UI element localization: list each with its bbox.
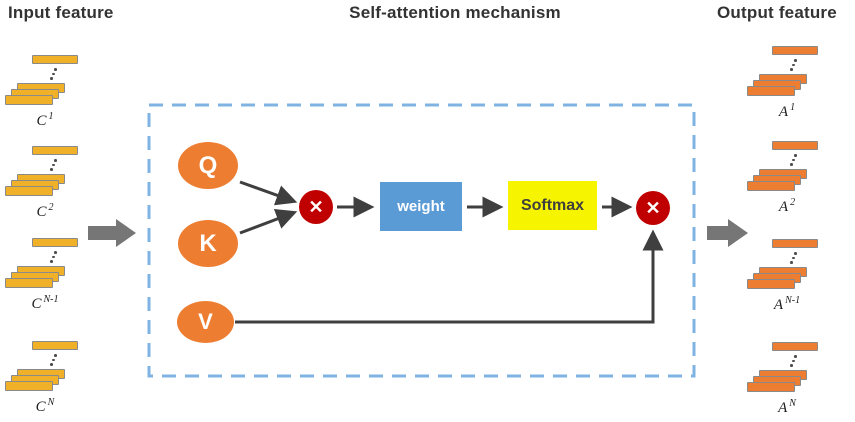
- input-block-arrow-icon: [88, 219, 136, 247]
- output-block-arrow-icon: [707, 219, 748, 247]
- ellipsis-dots-icon: [50, 354, 60, 366]
- feature-bar: [772, 141, 818, 150]
- ellipsis-dots-icon: [50, 159, 60, 171]
- value-node: V: [177, 301, 234, 343]
- feature-bar: [772, 239, 818, 248]
- feature-bar-pile: [5, 174, 67, 197]
- feature-bar-pile: [5, 83, 67, 106]
- feature-bar-pile: [747, 370, 809, 393]
- feature-bar-pile: [747, 267, 809, 290]
- ellipsis-dots-icon: [50, 251, 60, 263]
- self-attention-heading: Self-attention mechanism: [349, 3, 561, 22]
- arrow-v-to-multiply-icon: [235, 229, 664, 324]
- feature-bar-pile: [5, 266, 67, 289]
- feature-bar: [32, 238, 78, 247]
- output-feature-heading: Output feature: [717, 3, 837, 22]
- feature-bar-pile: [5, 369, 67, 392]
- feature-bar: [32, 55, 78, 64]
- feature-bar: [772, 46, 818, 55]
- feature-bar-pile: [747, 169, 809, 192]
- key-node: K: [178, 220, 238, 267]
- multiply-node-2: ✕: [636, 191, 670, 225]
- feature-bar: [772, 342, 818, 351]
- softmax-box: Softmax: [508, 181, 597, 230]
- ellipsis-dots-icon: [50, 68, 60, 80]
- feature-bar: [32, 341, 78, 350]
- arrow-q-to-multiply-icon: [239, 180, 298, 206]
- arrow-k-to-multiply-icon: [239, 209, 298, 235]
- ellipsis-dots-icon: [790, 59, 800, 71]
- weight-box: weight: [380, 182, 462, 231]
- multiply-node-1: ✕: [299, 190, 333, 224]
- query-node: Q: [178, 142, 238, 189]
- ellipsis-dots-icon: [790, 154, 800, 166]
- ellipsis-dots-icon: [790, 252, 800, 264]
- feature-bar: [32, 146, 78, 155]
- input-feature-heading: Input feature: [8, 3, 114, 22]
- ellipsis-dots-icon: [790, 355, 800, 367]
- feature-bar-pile: [747, 74, 809, 97]
